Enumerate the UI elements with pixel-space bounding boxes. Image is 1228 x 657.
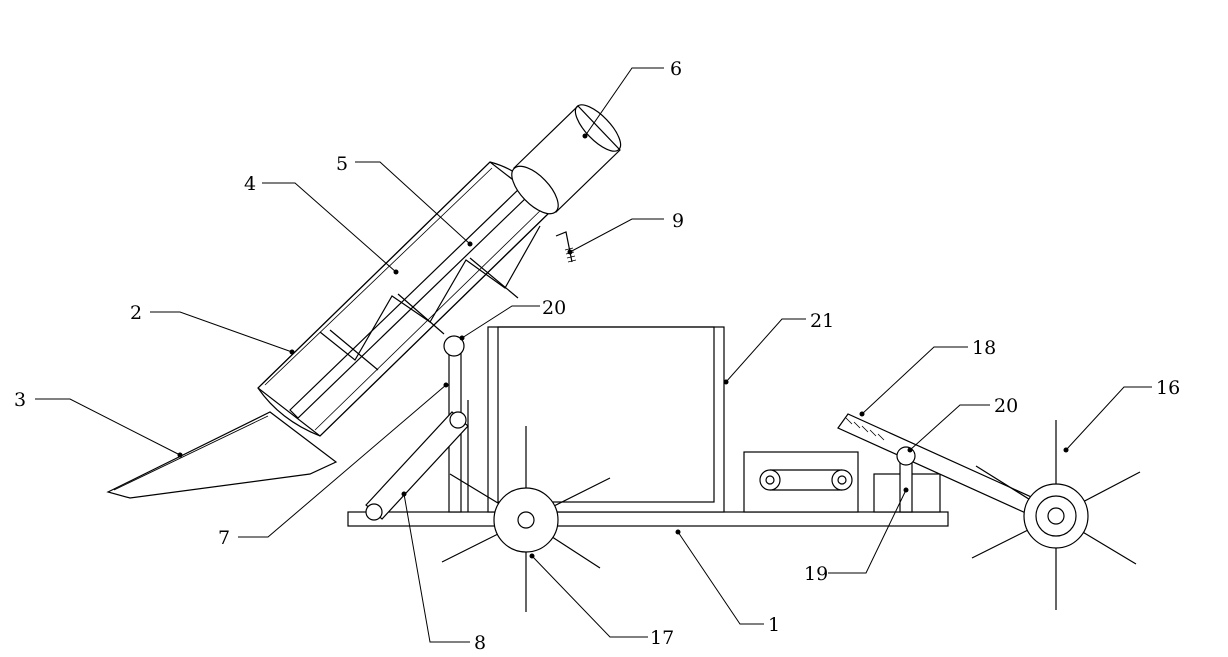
part-labels: 6 5 4 2 3 9 20 21 7 8 1 17 18 20 16 19: [14, 58, 1180, 654]
outlet-spring: [555, 231, 577, 263]
base-plate: [347, 511, 949, 527]
hydraulic-rod: [365, 411, 469, 521]
label-21: 21: [810, 310, 834, 332]
label-7: 7: [218, 527, 230, 549]
belt-drive-box: [743, 451, 859, 513]
label-2: 2: [130, 302, 142, 324]
label-9: 9: [672, 210, 684, 232]
feed-chute: [106, 411, 338, 499]
label-16: 16: [1156, 377, 1180, 399]
label-18: 18: [972, 337, 996, 359]
arrowheads: [177, 133, 1069, 559]
label-20-lower: 20: [994, 395, 1018, 417]
label-3: 3: [14, 389, 26, 411]
hopper-box: [487, 326, 725, 513]
support-block: [873, 461, 941, 513]
label-20-upper: 20: [542, 297, 566, 319]
rear-wheel: [971, 420, 1141, 610]
label-19: 19: [804, 563, 828, 585]
front-wheel: [441, 426, 611, 612]
motor: [511, 104, 622, 215]
pivot-joint: [443, 335, 465, 357]
label-5: 5: [336, 153, 348, 175]
label-6: 6: [670, 58, 682, 80]
label-8: 8: [474, 632, 486, 654]
leader-lines: [35, 67, 1152, 643]
label-4: 4: [244, 173, 256, 195]
label-1: 1: [768, 614, 780, 636]
label-17: 17: [650, 627, 674, 649]
